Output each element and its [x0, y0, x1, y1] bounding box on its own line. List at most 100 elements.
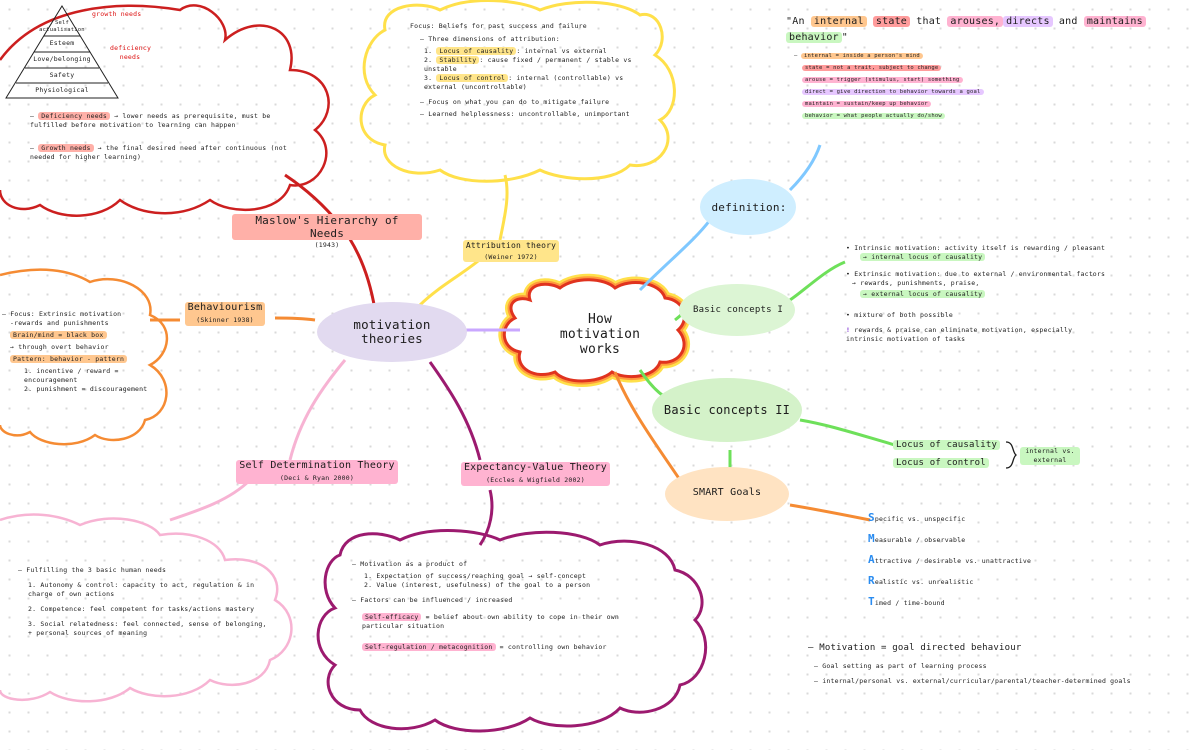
- smart-item: Measurable / observable: [868, 532, 966, 545]
- maslow-notes: – Deficiency needs → lower needs as prer…: [30, 112, 300, 162]
- growth-needs-label: growth needs: [92, 10, 142, 18]
- attribution-heading: Focus: Beliefs for past success and fail…: [410, 22, 587, 30]
- bottom-note: – Goal setting as part of learning proce…: [814, 662, 987, 670]
- basic1-note: • Extrinsic motivation: due to external …: [846, 270, 1106, 278]
- evt-cloud-outline: [316, 529, 708, 733]
- smart-item: Realistic vs. unrealistic: [868, 574, 974, 587]
- basic2-brace: [1005, 441, 1018, 469]
- sdt-title: Self Determination Theory: [239, 460, 395, 471]
- link-definition-notes: [788, 144, 822, 192]
- bottom-notes: – Motivation = goal directed behaviour –…: [808, 640, 1194, 686]
- maslow-note-2: – Growth needs → the final desired need …: [30, 144, 287, 161]
- behaviour-line: – Focus: Extrinsic motivation: [2, 310, 122, 318]
- behaviour-line: 2. punishment = discouragement: [24, 385, 148, 393]
- evt-tag-line: Self-efficacy = belief about own ability…: [362, 613, 619, 630]
- behaviourism-node[interactable]: Behaviourism (Skinner 1938): [170, 302, 280, 326]
- attribution-notes: Focus: Beliefs for past success and fail…: [410, 22, 650, 119]
- basic-concepts-1-notes: • Intrinsic motivation: activity itself …: [846, 244, 1166, 344]
- link-hub-sdt: [288, 359, 347, 461]
- link-hub-evt: [428, 361, 482, 461]
- attribution-node[interactable]: Attribution theory (Weiner 1972): [456, 240, 566, 263]
- behaviourism-date: (Skinner 1938): [196, 316, 254, 324]
- definition-bubble: [700, 179, 796, 235]
- attribution-title: Attribution theory: [465, 241, 557, 250]
- link-center-smart: [613, 371, 682, 481]
- basic-concepts-2-title: Basic concepts II: [663, 403, 791, 417]
- pyramid-level-4: Safety: [49, 71, 75, 79]
- basic1-note: • Intrinsic motivation: activity itself …: [846, 244, 1106, 252]
- link-basic2-notes: [799, 418, 896, 447]
- sdt-node[interactable]: Self Determination Theory (Deci & Ryan 2…: [232, 460, 402, 484]
- smart-goals-title: SMART Goals: [692, 486, 762, 498]
- evt-item: 2. Value (interest, usefulness) of the g…: [364, 581, 591, 589]
- smart-bubble: [665, 467, 789, 521]
- central-topic[interactable]: How motivation works: [530, 306, 670, 362]
- smart-item: Specific vs. unspecific: [868, 511, 966, 524]
- smart-item: Attractive / desirable vs. unattractive: [868, 553, 1032, 566]
- basic1-note: → external locus of causality: [860, 290, 1166, 299]
- evt-item: 1. Expectation of success/reaching goal …: [364, 572, 587, 580]
- attribution-date: (Weiner 1972): [484, 253, 538, 261]
- pyramid-level-2: Esteem: [49, 39, 75, 47]
- evt-notes: – Motivation as a product of 1. Expectat…: [352, 560, 672, 652]
- evt-title: Expectancy-Value Theory: [463, 462, 608, 473]
- evt-node[interactable]: Expectancy-Value Theory (Eccles & Wigfie…: [448, 462, 623, 486]
- definition-line: state = not a trait, subject to change: [802, 62, 1146, 74]
- definition-list: – internal = inside a person's mind stat…: [794, 50, 1146, 122]
- attribution-intro: – Three dimensions of attribution:: [420, 35, 560, 43]
- bottom-note: – Motivation = goal directed behaviour: [808, 643, 1022, 653]
- theories-hub-label: motivation theories: [353, 317, 431, 346]
- behaviourism-notes: – Focus: Extrinsic motivation -rewards a…: [2, 310, 152, 394]
- sdt-item: 2. Competence: feel competent for tasks/…: [28, 605, 255, 613]
- evt-influence: – Factors can be influenced / increased: [352, 596, 513, 604]
- attribution-dim-1: 1. Locus of causality: internal vs exter…: [424, 47, 607, 55]
- pyramid-level-3: Love/belonging: [33, 55, 91, 63]
- behaviour-line: -rewards and punishments: [10, 319, 109, 327]
- pyramid-level-5: Physiological: [35, 86, 89, 94]
- sdt-item: 3. Social relatedness: feel connected, s…: [28, 620, 267, 637]
- behaviour-line: → through overt behavior: [10, 343, 109, 351]
- smart-list: Specific vs. unspecific Measurable / obs…: [868, 508, 1068, 613]
- evt-date: (Eccles & Wigfield 2002): [486, 476, 585, 484]
- maslow-title: Maslow's Hierarchy of Needs: [232, 214, 422, 240]
- hub-ellipse: [317, 302, 467, 362]
- basic2-item: Locus of causality: [893, 438, 1013, 452]
- definition-notes: "An internal state that arouses,directs …: [786, 14, 1146, 122]
- basic1-note: → internal locus of causality: [860, 253, 1166, 262]
- sdt-heading: – Fulfilling the 3 basic human needs: [18, 566, 167, 574]
- theories-hub[interactable]: motivation theories: [325, 310, 459, 354]
- maslow-note-1: – Deficiency needs → lower needs as prer…: [30, 112, 271, 129]
- maslow-pyramid: Self actualisation Esteem Love/belonging…: [4, 4, 124, 100]
- evt-tag-line: Self-regulation / metacognition = contro…: [362, 643, 652, 652]
- smart-goals-node[interactable]: SMART Goals: [670, 480, 784, 504]
- center-cloud-red: [502, 278, 686, 383]
- behaviourism-title: Behaviourism: [187, 302, 263, 313]
- basic1-note: • mixture of both possible: [846, 311, 953, 319]
- attribution-note-2: – Learned helplessness: uncontrollable, …: [420, 110, 630, 118]
- basic2-bubble: [652, 378, 802, 442]
- attribution-note-1: – Focus on what you can do to mitigate f…: [420, 98, 610, 106]
- maslow-cloud-outline: [0, 4, 330, 217]
- behaviour-line: Brain/mind = black box: [10, 331, 152, 340]
- maslow-node[interactable]: Maslow's Hierarchy of Needs (1943): [232, 214, 422, 250]
- central-topic-label: How motivation works: [559, 311, 641, 357]
- attribution-cloud-outline: [359, 0, 676, 183]
- maslow-date: (1943): [314, 241, 340, 249]
- definition-node[interactable]: definition:: [705, 195, 793, 219]
- behaviour-line: Pattern: behavior - pattern: [10, 355, 152, 364]
- basic-concepts-2-node[interactable]: Basic concepts II: [655, 396, 799, 424]
- basic1-bubble: [679, 284, 795, 336]
- basic1-note: ! rewards & praise can eliminate motivat…: [846, 326, 1073, 343]
- evt-heading: – Motivation as a product of: [352, 560, 468, 568]
- definition-line: arouse = trigger (stimulus, start) somet…: [802, 74, 1146, 86]
- definition-line: behavior = what people actually do/show: [802, 110, 1146, 122]
- behaviourism-cloud-outline: [0, 268, 169, 446]
- basic-concepts-1-node[interactable]: Basic concepts I: [685, 300, 791, 320]
- pyramid-level-1: Self actualisation: [39, 20, 85, 33]
- basic-concepts-2-notes: Locus of causality Locus of control: [893, 438, 1013, 470]
- smart-item: Timed / time-bound: [868, 595, 945, 608]
- sdt-date: (Deci & Ryan 2000): [279, 474, 355, 482]
- link-hub-behaviourism: [274, 316, 316, 322]
- definition-line: – internal = inside a person's mind: [794, 50, 1146, 62]
